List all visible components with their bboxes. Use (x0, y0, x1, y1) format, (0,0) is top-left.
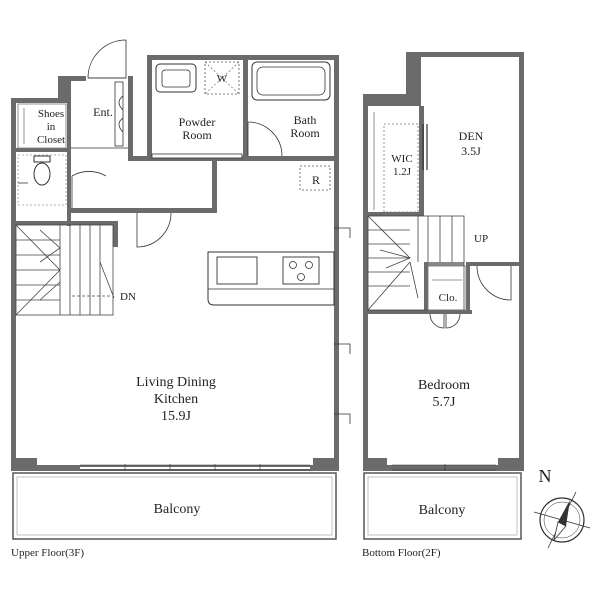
powder-room: W Powder Room (151, 61, 243, 159)
upper-balcony-label: Balcony (154, 502, 201, 517)
stairs-up-label: UP (474, 233, 488, 245)
bottom-floor: WIC 1.2J DEN 3.5J UP (362, 52, 524, 559)
entrance: Ent. (71, 39, 128, 208)
closet-label: Clo. (439, 292, 458, 304)
shoes-closet-label-1: Shoes (38, 108, 64, 120)
ldk-label-2: Kitchen (154, 392, 198, 407)
compass: N (533, 466, 591, 549)
lower-floor-caption: Bottom Floor(2F) (362, 547, 441, 559)
sink (216, 256, 258, 285)
wic-label-2: 1.2J (393, 166, 412, 178)
bedroom-label-2: 5.7J (433, 395, 457, 410)
entrance-door[interactable] (87, 39, 127, 79)
bedroom-label-1: Bedroom (418, 378, 470, 393)
bath-room-label-1: Bath (294, 113, 317, 127)
washer-space (204, 61, 240, 95)
lower-walls (363, 52, 524, 471)
upper-balcony: Balcony (12, 472, 337, 540)
wic-label-1: WIC (391, 153, 412, 165)
shoes-closet-label-2: in (47, 121, 56, 133)
refrigerator-label: R (312, 173, 320, 187)
ldk-door[interactable] (136, 212, 172, 248)
bath-room: Bath Room (247, 61, 331, 157)
den-door[interactable] (476, 265, 512, 301)
closet-door[interactable] (429, 313, 445, 329)
toilet (17, 154, 67, 206)
stove (282, 256, 320, 285)
kitchen-counter (207, 251, 335, 306)
ldk-label-3: 15.9J (161, 409, 192, 424)
stairs-down-label: DN (120, 291, 136, 303)
ldk-label-1: Living Dining (136, 375, 216, 390)
compass-ring (539, 497, 585, 543)
den: DEN 3.5J (459, 129, 484, 158)
lower-balcony: Balcony (363, 472, 522, 540)
entrance-label: Ent. (93, 105, 113, 119)
lower-balcony-label: Balcony (419, 503, 466, 518)
upper-right-windows (334, 227, 351, 424)
powder-room-label-1: Powder (179, 115, 216, 129)
refrigerator: R (299, 165, 331, 191)
shoes-closet: Shoes in Closet (17, 103, 67, 149)
compass-needle-icon (558, 500, 570, 526)
bath-room-label-2: Room (290, 126, 320, 140)
stairs-down (15, 224, 115, 316)
closet: Clo. (427, 265, 467, 329)
toilet-door[interactable] (71, 171, 107, 177)
shoes-closet-label-3: Closet (37, 134, 65, 146)
wic: WIC 1.2J (373, 112, 428, 213)
stairs-up (367, 215, 465, 311)
washer-label: W (217, 73, 228, 85)
upper-floor-caption: Upper Floor(3F) (11, 547, 84, 559)
den-label-1: DEN (459, 129, 484, 143)
upper-floor: Shoes in Closet Ent. (11, 39, 351, 559)
compass-north-label: N (539, 466, 552, 486)
bath-door[interactable] (247, 121, 283, 157)
powder-room-label-2: Room (182, 128, 212, 142)
den-label-2: 3.5J (461, 144, 481, 158)
